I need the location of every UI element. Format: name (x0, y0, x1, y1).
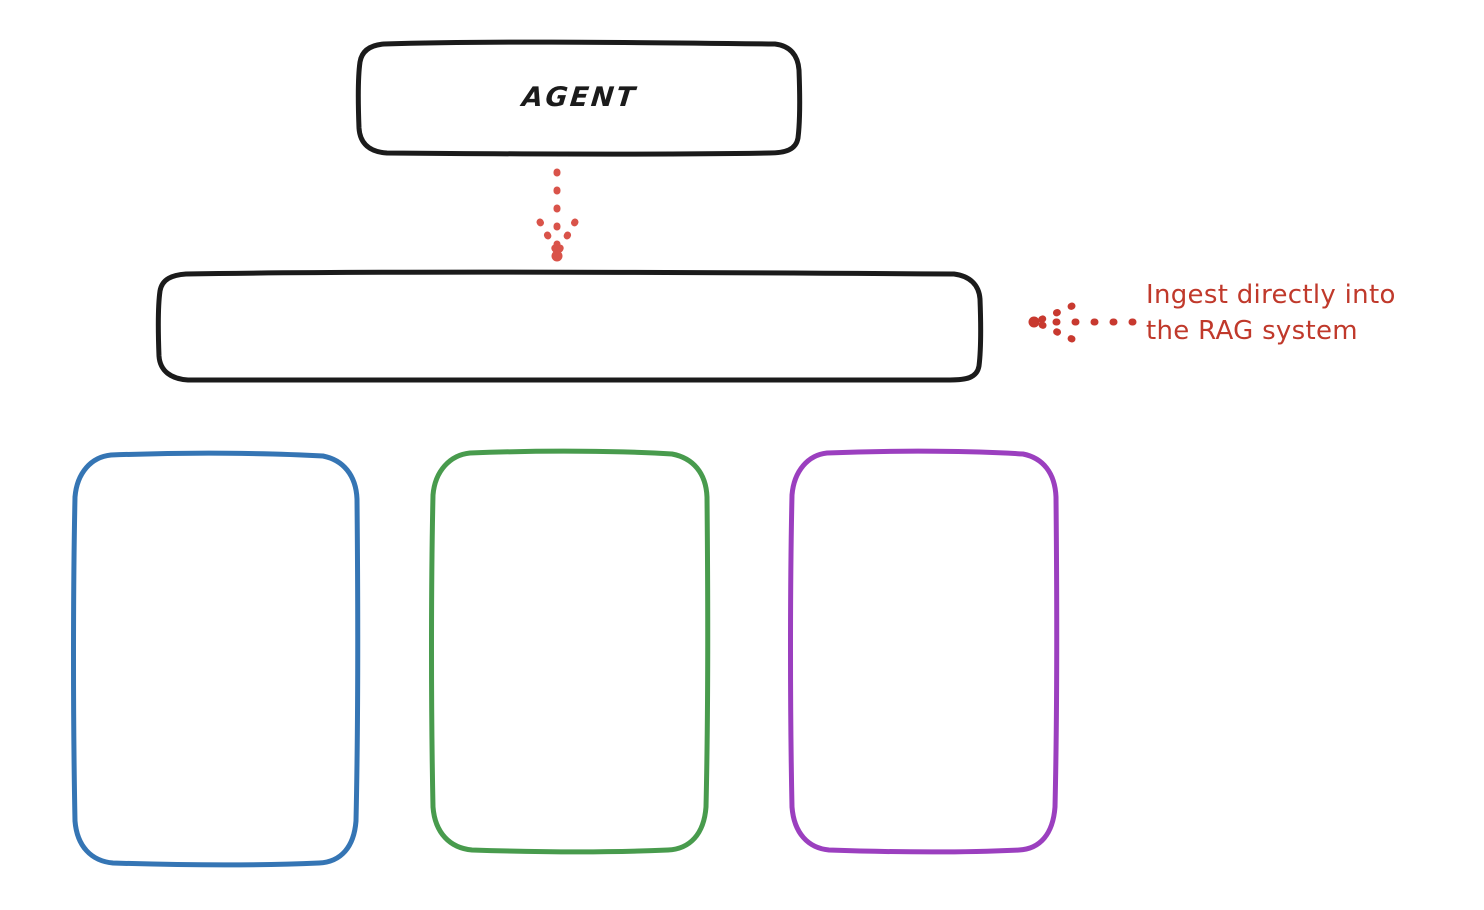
node-rag-tool[interactable]: RAG Tool (155, 269, 984, 384)
node-vector-io-label: VectorIO (insert_chunks, delete_chunks, … (119, 561, 313, 758)
edge-ingest-to-rag-tool-icon (1028, 302, 1137, 343)
annotation-ingest-note: Ingest directly into the RAG system (1146, 280, 1396, 346)
node-key-value-io[interactable]: KeyValueIO (set_key, delete_key, get) Ke… (428, 448, 711, 855)
node-vector-io[interactable]: VectorIO (insert_chunks, delete_chunks, … (71, 450, 361, 868)
node-rag-tool-label: RAG Tool (508, 310, 631, 342)
node-relational-io[interactable]: RelationalIO (insert_sql, query_sql) SQL… (787, 448, 1060, 855)
node-relational-io-label: RelationalIO (insert_sql, query_sql) SQL… (846, 570, 1001, 734)
node-key-value-io-label: KeyValueIO (set_key, delete_key, get) Ke… (467, 570, 672, 734)
node-agent[interactable]: AGENT (355, 39, 803, 157)
node-agent-label: AGENT (520, 81, 639, 113)
edge-agent-to-rag-tool-icon (536, 168, 579, 262)
